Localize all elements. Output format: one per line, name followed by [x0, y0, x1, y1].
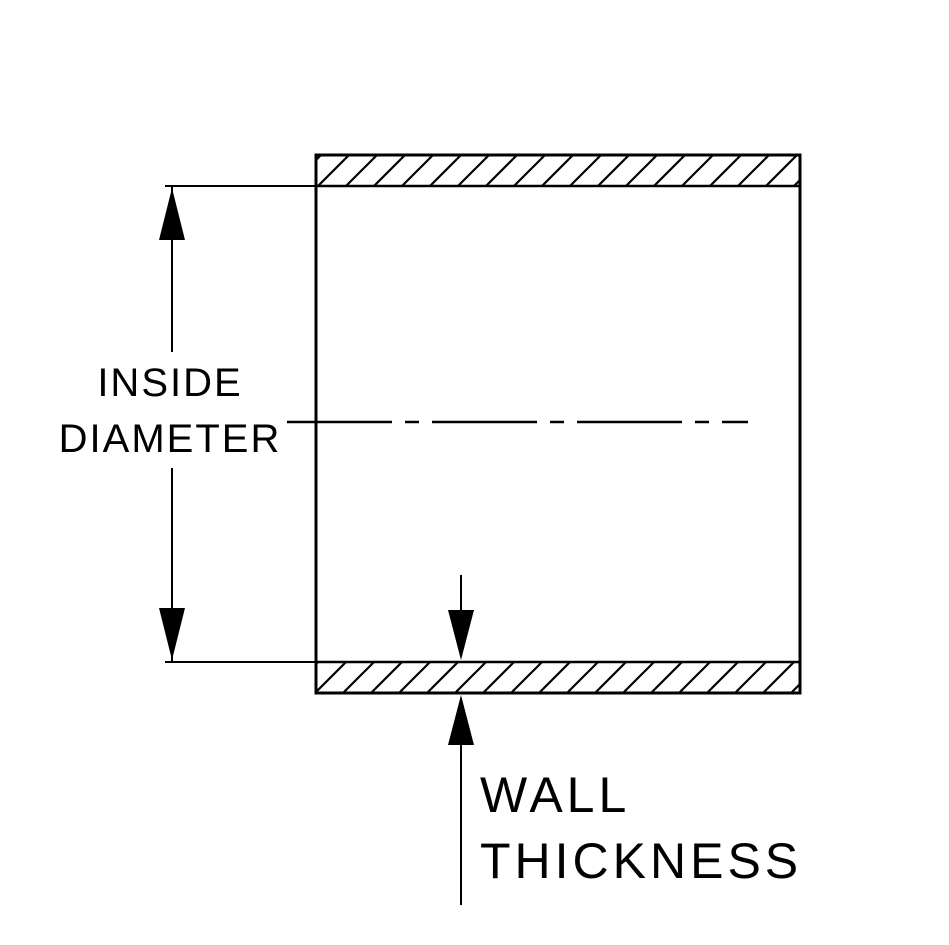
wall-thickness-arrowhead-down-icon — [448, 610, 474, 660]
inside-diameter-label-line1: INSIDE — [97, 361, 242, 405]
inside-diameter-label-line2: DIAMETER — [59, 417, 282, 461]
top-wall-hatched — [316, 155, 800, 186]
inside-diameter-arrowhead-down-icon — [159, 608, 185, 660]
wall-thickness-label-line2: THICKNESS — [480, 833, 802, 889]
tube-body-outline — [314, 153, 802, 695]
bottom-wall-hatched — [316, 662, 800, 693]
wall-thickness-arrowhead-up-icon — [448, 695, 474, 745]
wall-thickness-label-line1: WALL — [480, 767, 630, 823]
wall-thickness-dimension: WALL THICKNESS — [448, 575, 802, 905]
inside-diameter-dimension: INSIDE DIAMETER — [59, 185, 316, 663]
inside-diameter-arrowhead-up-icon — [159, 188, 185, 240]
